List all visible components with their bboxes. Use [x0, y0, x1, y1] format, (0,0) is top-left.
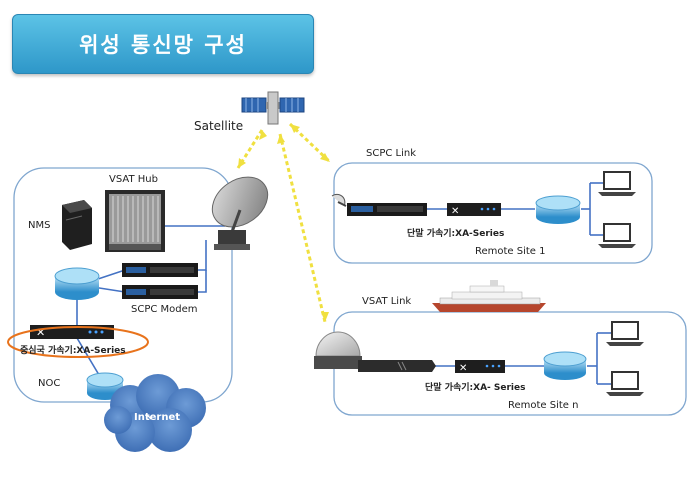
hub-router-icon — [54, 267, 100, 300]
remote-site-n-accelerator-icon: ✕ — [455, 360, 505, 374]
remote-site-1-accelerator-icon: ✕ — [447, 203, 501, 217]
vsat-hub-label: VSAT Hub — [109, 174, 158, 185]
accelerator-highlight — [7, 326, 149, 358]
radome-icon — [314, 331, 362, 369]
svg-text:✕: ✕ — [451, 206, 459, 217]
site1-accelerator-label: 단말 가속기:XA-Series — [407, 229, 505, 239]
svg-text:✕: ✕ — [36, 326, 45, 339]
hub-accelerator-label: 중심국 가속기:XA-Series — [20, 346, 126, 356]
vsat-hub-rack-icon — [105, 190, 165, 252]
vsat-link-label: VSAT Link — [362, 296, 412, 307]
satellite-beams — [236, 122, 332, 323]
hub-satellite-dish-icon — [211, 176, 269, 250]
remote-site-n-router-icon — [543, 351, 587, 380]
beam-arrowheads — [238, 124, 330, 322]
laptop-icon — [598, 223, 636, 248]
siten-accelerator-label: 단말 가속기:XA- Series — [425, 383, 526, 393]
remote-site-n-label: Remote Site n — [508, 400, 579, 411]
remote-site-1-modem-icon — [347, 203, 427, 216]
network-links — [76, 182, 612, 386]
laptop-icon — [598, 171, 636, 196]
internet-label: Internet — [134, 412, 181, 423]
scpc-modem-icon — [122, 263, 198, 277]
svg-text:✕: ✕ — [459, 363, 467, 374]
scpc-link-label: SCPC Link — [366, 148, 416, 159]
remote-site-1-region — [333, 162, 653, 264]
remote-site-n-modem-icon — [358, 360, 436, 372]
nms-label: NMS — [28, 220, 51, 231]
nms-server-icon — [62, 200, 92, 250]
scpc-modem-icon — [122, 285, 198, 299]
scpc-modem-label: SCPC Modem — [131, 304, 198, 315]
laptop-icon — [606, 371, 644, 396]
internet-cloud-icon — [104, 374, 206, 452]
laptop-icon — [606, 321, 644, 346]
satellite-icon — [241, 91, 305, 125]
page-title: 위성 통신망 구성 — [12, 14, 314, 74]
remote-site-1-label: Remote Site 1 — [475, 246, 546, 257]
noc-label: NOC — [38, 378, 61, 389]
satellite-label: Satellite — [194, 119, 244, 133]
ship-icon — [432, 280, 546, 312]
remote-site-1-router-icon — [535, 195, 581, 224]
remote-site-1-dish-icon — [331, 193, 347, 207]
